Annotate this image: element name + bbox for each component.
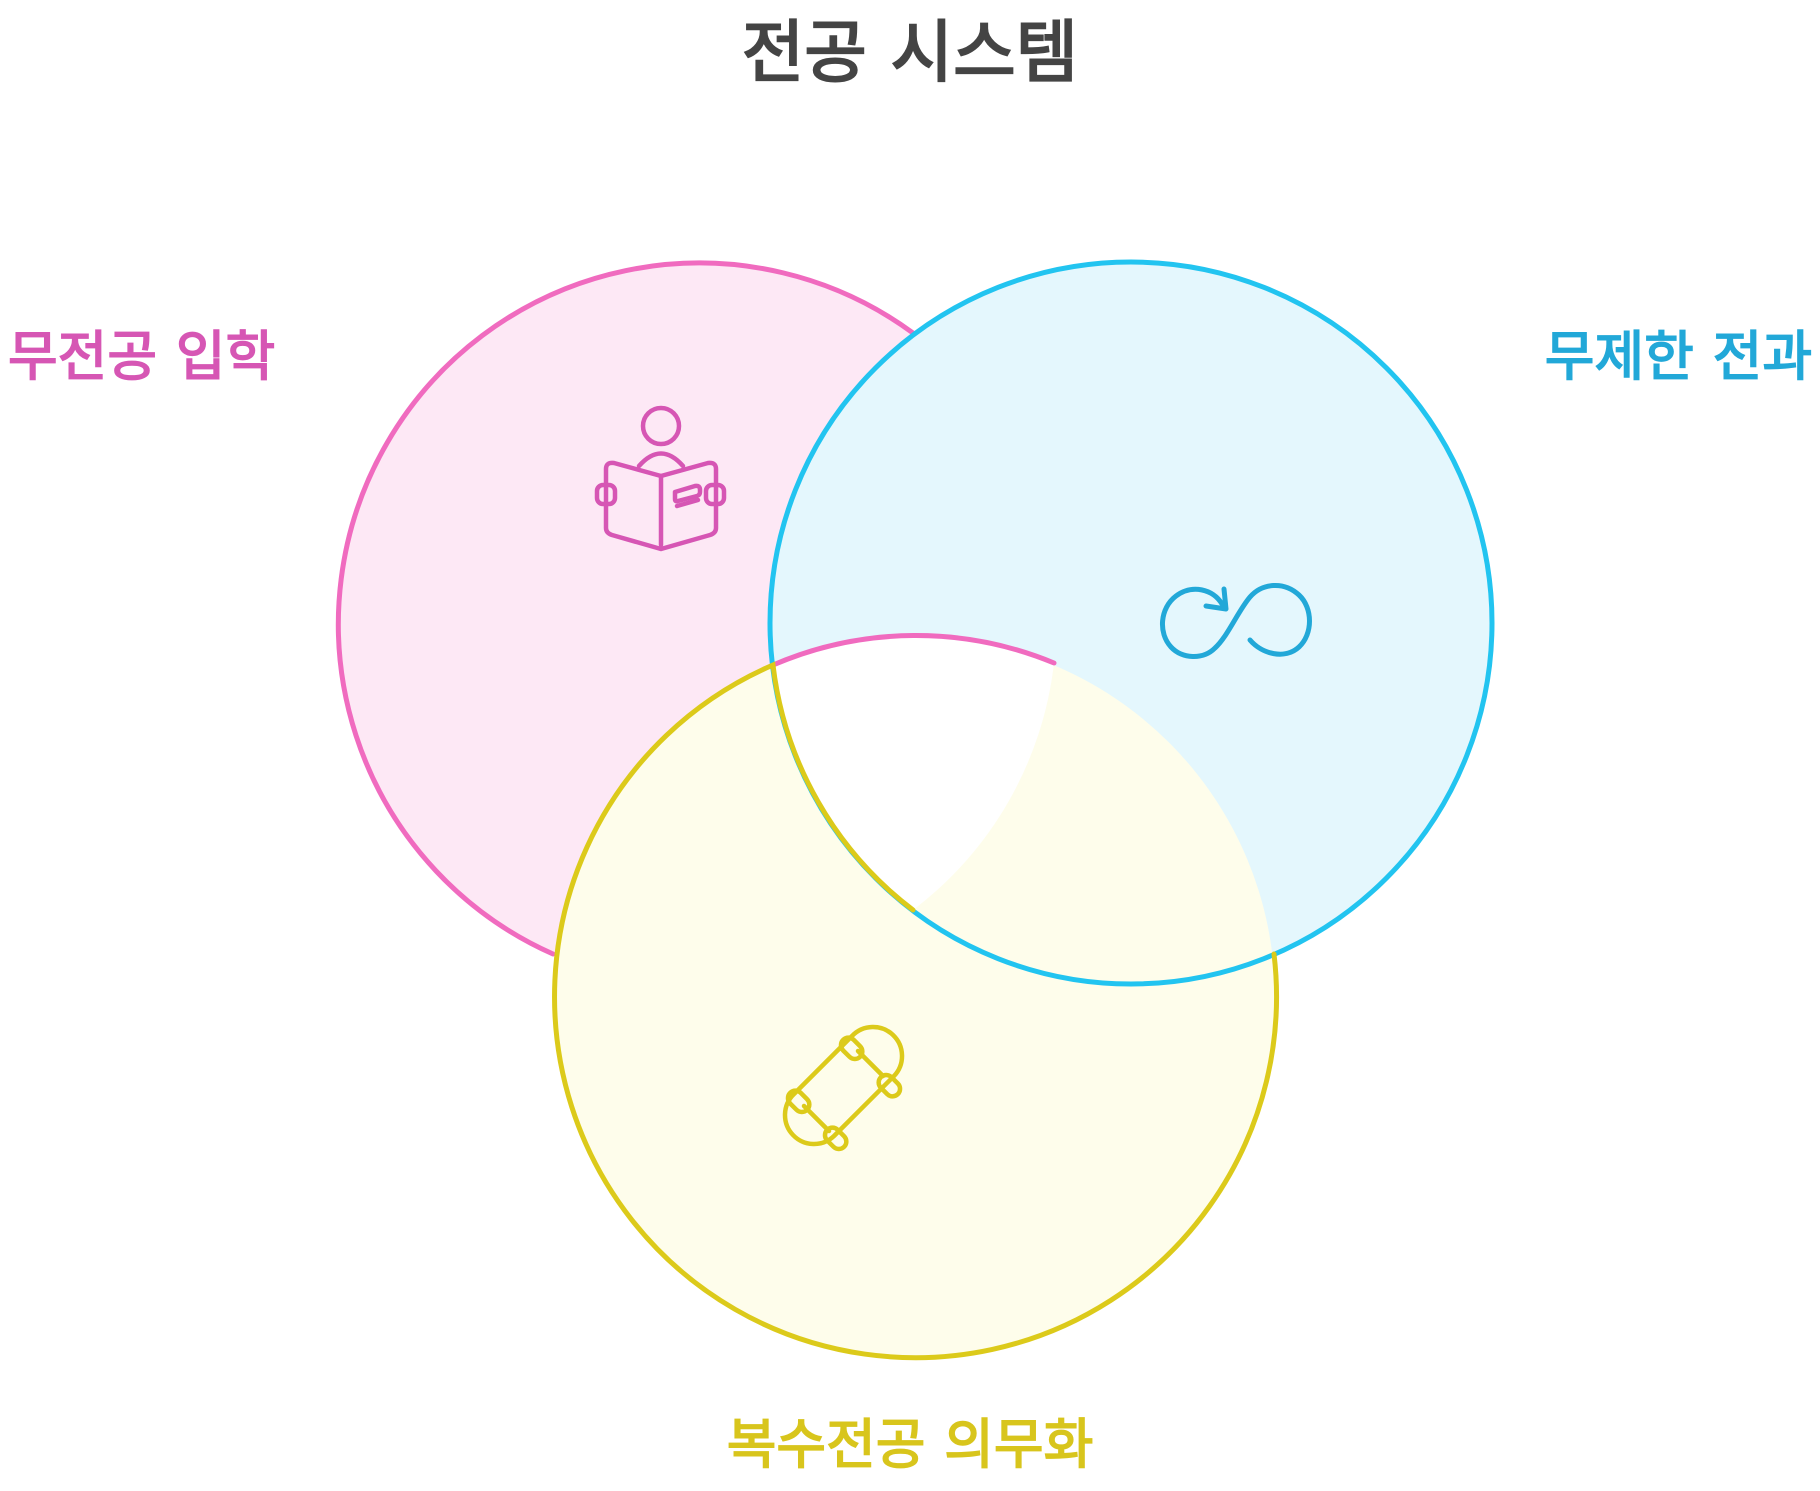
label-no-major-admission: 무전공 입학 <box>8 325 276 388</box>
skateboard-icon <box>782 1024 905 1152</box>
label-double-major: 복수전공 의무화 <box>726 1413 1094 1476</box>
circle-no-major-admission-outline <box>335 260 1057 957</box>
central-intersection <box>773 635 1054 910</box>
circle-double-major-outline <box>552 661 1280 1361</box>
circle-unlimited-transfer-outline <box>767 259 1495 987</box>
person-reading-book-icon <box>594 405 727 552</box>
diagram-title: 전공 시스템 <box>741 14 1079 93</box>
infinity-loop-icon <box>1159 583 1312 659</box>
circle-double-major-fill <box>553 637 1275 1359</box>
label-unlimited-transfer: 무제한 전과 <box>1544 325 1812 388</box>
